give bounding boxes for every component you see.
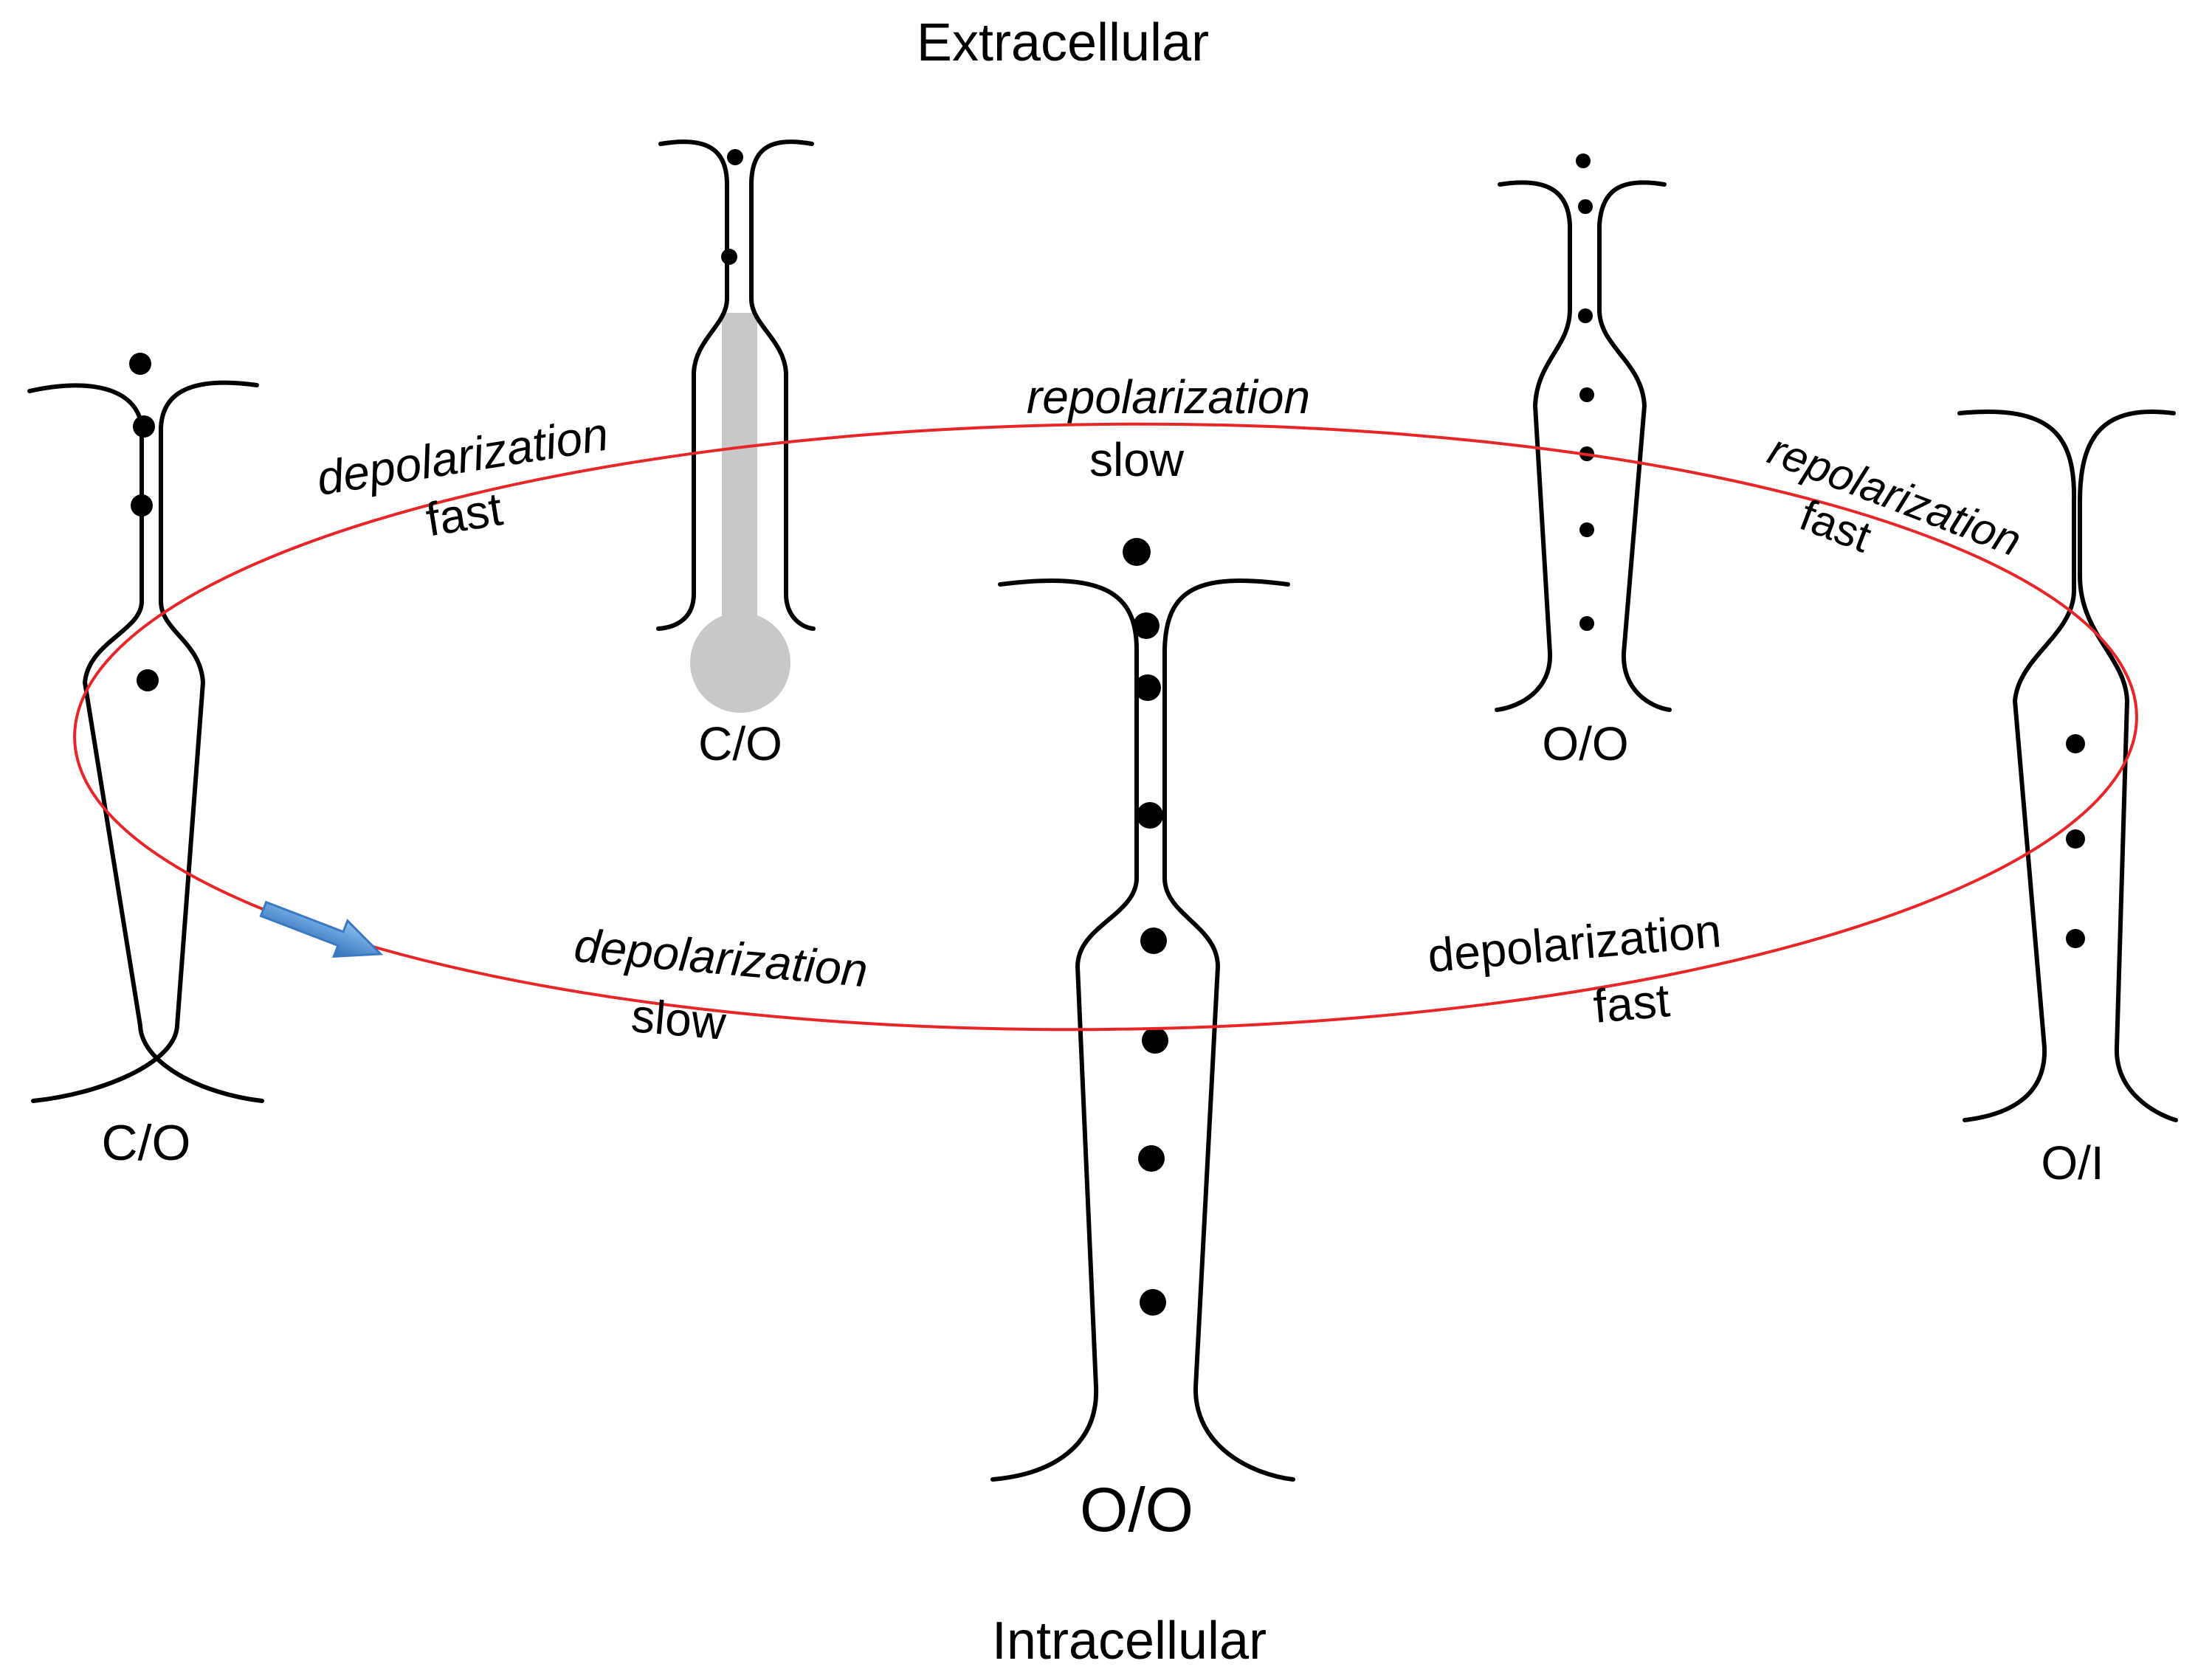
channel-upper-left (656, 139, 816, 631)
inactivation-gate (690, 313, 790, 713)
ions (129, 149, 2085, 1316)
ion (1576, 153, 1591, 168)
transition-label-line1: depolarization (1425, 904, 1723, 982)
ion (1140, 1289, 1166, 1316)
gating-cycle-ellipse (73, 422, 2138, 1032)
extracellular-label: Extracellular (917, 13, 1209, 72)
ion (727, 149, 743, 165)
ion (131, 494, 153, 517)
transition-label-line1: depolarization (572, 919, 869, 997)
ion (1140, 927, 1167, 954)
intracellular-label: Intracellular (992, 1611, 1267, 1671)
transition-repol-fast-right: repolarization fast (1762, 424, 2027, 566)
transition-repol-slow-top: repolarization slow (1027, 370, 1310, 486)
channel-front-state: O/O (1080, 1475, 1193, 1544)
ion (1137, 802, 1163, 829)
transition-label-line1: repolarization (1027, 370, 1310, 424)
channel-left-state: C/O (102, 1115, 191, 1171)
ion (1579, 387, 1594, 402)
ion (1578, 199, 1593, 214)
ion (2066, 929, 2085, 948)
ion (1579, 616, 1594, 631)
channel-upper-right-state: O/O (1542, 717, 1628, 770)
arrow-right-icon (259, 900, 384, 958)
ion (721, 249, 737, 265)
ion (1578, 308, 1593, 323)
transition-label-line2: fast (1591, 973, 1672, 1033)
channel-front (990, 578, 1295, 1482)
channel-left (27, 380, 264, 1103)
ion (1123, 538, 1151, 566)
ion (1142, 1027, 1168, 1054)
ion (1134, 674, 1161, 701)
channel-upper-right (1495, 180, 1672, 712)
transition-dep-slow-bottom: depolarization slow (572, 919, 869, 1050)
transition-label-line2: slow (1089, 433, 1185, 486)
ion (2066, 734, 2085, 753)
ion (1138, 1145, 1165, 1172)
ion (133, 415, 155, 438)
channel-right-state: O/I (2041, 1136, 2104, 1189)
ion (129, 353, 151, 375)
transition-dep-fast-bottom: depolarization fast (1425, 904, 1723, 1033)
channel-upper-left-state: C/O (698, 717, 782, 770)
ion (1133, 612, 1160, 639)
ion (1579, 522, 1594, 537)
transition-label-line2: slow (630, 989, 729, 1050)
transition-dep-fast-top: depolarization fast (313, 407, 612, 547)
transition-label-line2: fast (422, 482, 506, 546)
ion (2066, 829, 2085, 849)
transition-label-line1: repolarization (1762, 424, 2027, 566)
ion (137, 669, 159, 691)
